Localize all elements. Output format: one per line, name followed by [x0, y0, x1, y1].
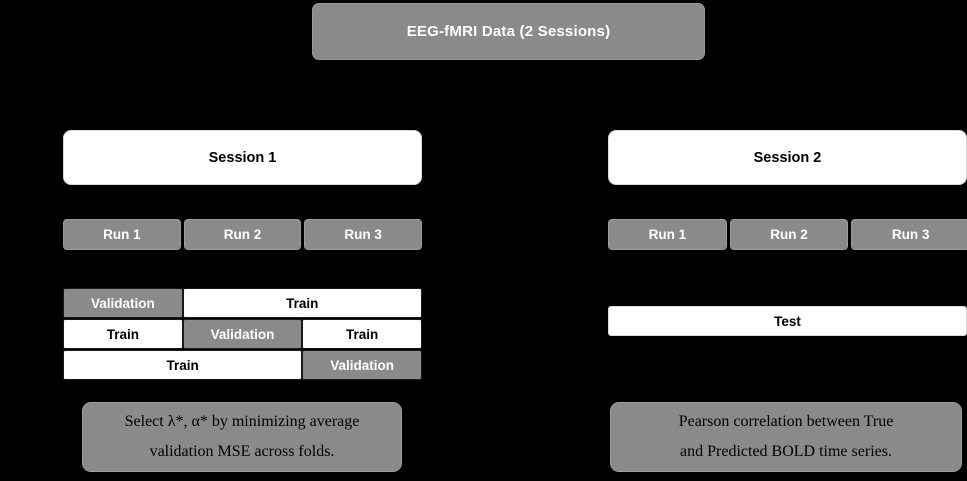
test-set-box: Test [608, 306, 967, 336]
test-set-label: Test [774, 313, 801, 329]
session-2-run-2-label: Run 2 [770, 227, 808, 242]
cv-fold-row-2: Train Validation Train [63, 319, 422, 349]
cv-fold-3-cell-1: Train [63, 350, 303, 380]
session-2-run-1: Run 1 [608, 219, 727, 250]
cv-fold-2-cell-1-label: Train [106, 326, 139, 342]
cv-fold-3-cell-2: Validation [302, 350, 422, 380]
cv-fold-row-3: Train Validation [63, 350, 422, 380]
cv-fold-2-cell-2: Validation [182, 319, 303, 349]
cv-fold-2-cell-2-label: Validation [210, 326, 275, 342]
cv-fold-1-cell-2-label: Train [286, 295, 319, 311]
hyperparameter-selection-caption: Select λ*, α* by minimizing average vali… [82, 402, 402, 472]
session-1-run-1: Run 1 [63, 219, 181, 250]
session-2-run-3-label: Run 3 [891, 227, 930, 242]
session-1-run-strip: Run 1 Run 2 Run 3 [63, 219, 423, 250]
session-1-run-2-label: Run 2 [223, 227, 262, 242]
cv-fold-rows: Validation Train Train Validation Train … [63, 288, 422, 381]
cv-fold-row-1: Validation Train [63, 288, 422, 318]
cv-fold-2-cell-3-label: Train [346, 326, 379, 342]
session-2-run-1-label: Run 1 [648, 227, 687, 242]
session-2-run-3: Run 3 [851, 219, 967, 250]
cv-fold-3-cell-1-label: Train [166, 357, 199, 373]
session-1-run-2: Run 2 [183, 219, 302, 250]
evaluation-metric-caption: Pearson correlation between True and Pre… [610, 402, 962, 472]
session-1-box: Session 1 [63, 130, 422, 185]
cv-fold-1-cell-1-label: Validation [90, 295, 155, 311]
session-2-label: Session 2 [753, 149, 822, 166]
cv-fold-2-cell-3: Train [302, 319, 422, 349]
session-1-run-3: Run 3 [304, 219, 423, 250]
session-2-run-2: Run 2 [729, 219, 849, 250]
hyperparameter-selection-caption-line-2: validation MSE across folds. [149, 443, 335, 460]
session-1-run-1-label: Run 1 [103, 227, 141, 242]
session-2-box: Session 2 [608, 130, 967, 185]
session-1-label: Session 1 [208, 149, 277, 166]
evaluation-metric-caption-line-1: Pearson correlation between True [678, 413, 894, 430]
evaluation-metric-caption-line-2: and Predicted BOLD time series. [680, 443, 892, 460]
dataset-title-box: EEG-fMRI Data (2 Sessions) [312, 3, 705, 60]
cv-fold-3-cell-2-label: Validation [330, 357, 395, 373]
hyperparameter-selection-caption-line-1: Select λ*, α* by minimizing average [124, 413, 360, 430]
dataset-title-label: EEG-fMRI Data (2 Sessions) [406, 23, 611, 40]
session-1-run-3-label: Run 3 [344, 227, 382, 242]
cv-fold-2-cell-1: Train [63, 319, 183, 349]
cv-fold-1-cell-1: Validation [63, 288, 183, 318]
session-2-run-strip: Run 1 Run 2 Run 3 [608, 219, 967, 250]
cv-fold-1-cell-2: Train [182, 288, 422, 318]
